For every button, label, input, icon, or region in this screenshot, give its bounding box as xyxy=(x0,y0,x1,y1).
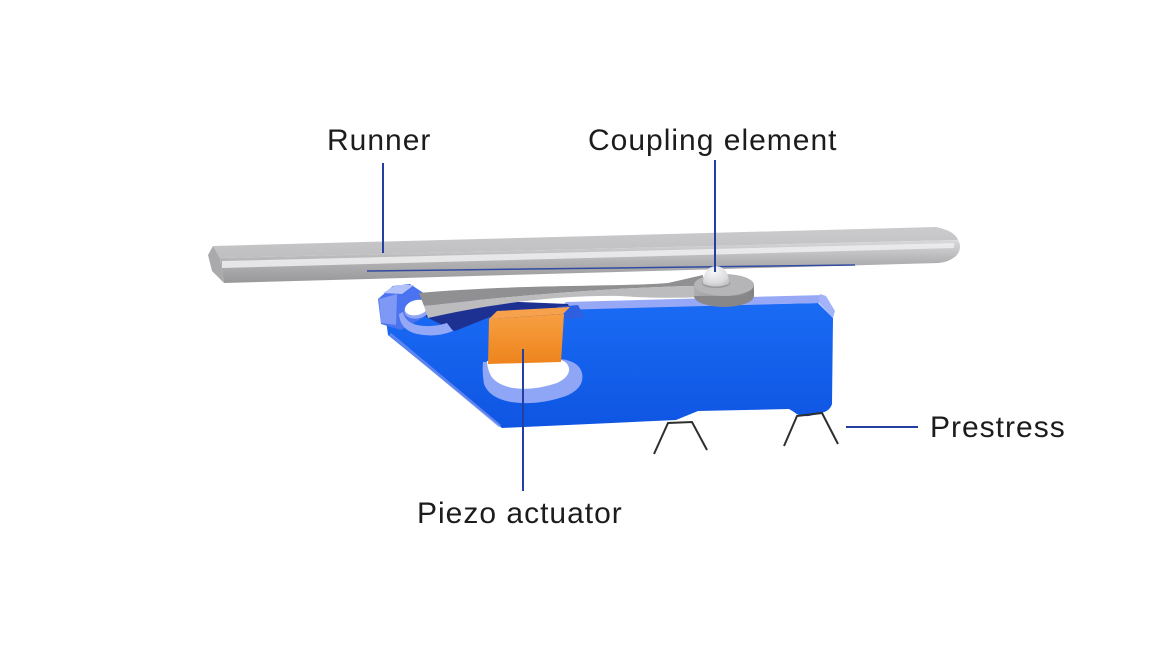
lever-arm-front-face xyxy=(424,286,703,318)
leader-lines xyxy=(382,160,918,491)
hook-inner-face xyxy=(399,312,453,336)
prestress-support-right xyxy=(783,411,839,447)
prestress-label: Prestress xyxy=(930,411,1066,444)
runner-highlight xyxy=(222,243,954,268)
clamp-knob-top xyxy=(383,285,414,294)
cutout-kidney-hole xyxy=(487,359,570,389)
hinge-hole xyxy=(404,299,429,316)
block-corner-facet xyxy=(819,294,835,318)
piezo-actuator-label: Piezo actuator xyxy=(417,497,623,530)
piezo-front-face xyxy=(488,314,564,364)
prestress-support-left xyxy=(653,420,708,455)
runner-bar xyxy=(208,227,961,283)
lever-arm xyxy=(419,275,703,318)
runner-contact-line xyxy=(366,264,856,272)
prestress-symbols xyxy=(653,411,839,455)
coupling-element-label: Coupling element xyxy=(588,124,838,157)
runner-left-bevel xyxy=(208,246,224,283)
coupling-assembly xyxy=(694,266,754,307)
runner-top-face xyxy=(213,227,958,258)
lever-arm-top-face xyxy=(419,275,703,306)
block-left-bevel-edge xyxy=(389,332,501,428)
piezo-top-face xyxy=(489,307,570,319)
block-top-face xyxy=(558,295,824,310)
clamp-knob-left xyxy=(379,294,397,325)
piezo-actuator-block xyxy=(488,307,570,364)
runner-label: Runner xyxy=(327,124,432,157)
coupling-dome xyxy=(703,266,729,287)
